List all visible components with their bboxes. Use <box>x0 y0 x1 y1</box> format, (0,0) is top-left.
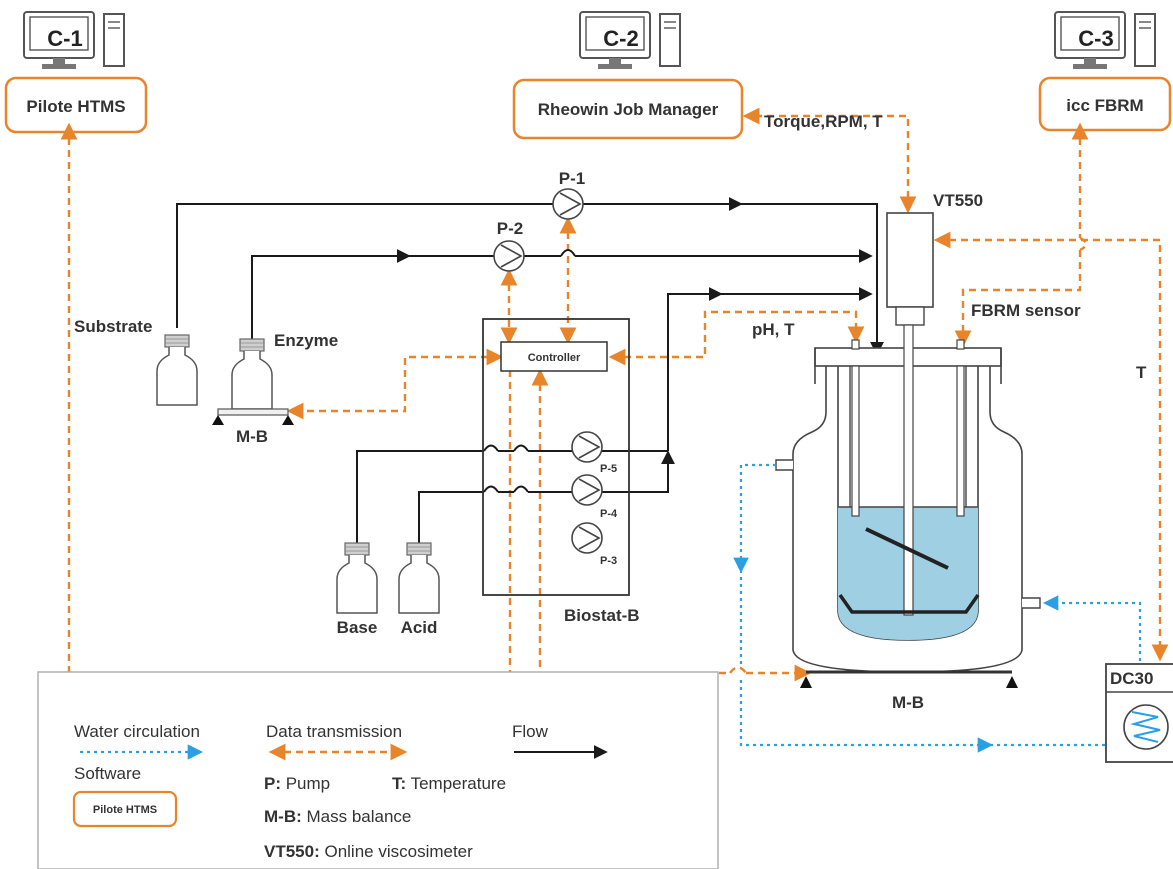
dc30-unit: DC30 <box>1105 663 1173 763</box>
enzyme-label: Enzyme <box>274 331 338 350</box>
pump-p5: P-5 <box>571 431 617 475</box>
bottle-substrate: Substrate <box>74 317 198 406</box>
pump-p4-label: P-4 <box>600 508 618 520</box>
bottle-acid: Acid <box>398 542 440 637</box>
computer-c1-label: C-1 <box>47 26 82 51</box>
software-icc-fbrm-label: icc FBRM <box>1066 96 1143 115</box>
legend-software-example: Pilote HTMS <box>93 804 157 816</box>
software-icc-fbrm: icc FBRM <box>1038 76 1172 132</box>
software-pilote-htms: Pilote HTMS <box>4 76 148 134</box>
water-lines <box>733 463 1142 745</box>
legend-mb: M-B: Mass balance <box>264 807 411 826</box>
legend-p: P: Pump <box>264 774 330 793</box>
legend-t: T: Temperature <box>392 774 506 793</box>
reactor: VT550 M-B <box>775 191 1041 712</box>
computer-c1: C-1 <box>23 11 125 70</box>
bottle-enzyme: Enzyme <box>231 331 338 410</box>
controller-label: Controller <box>528 352 581 364</box>
heat-exchanger-icon <box>1130 711 1161 743</box>
legend-software-label: Software <box>74 764 141 783</box>
biostat-label: Biostat-B <box>564 606 640 625</box>
pump-p1: P-1 <box>552 169 585 220</box>
bottle-base: Base <box>336 542 378 637</box>
computer-c2: C-2 <box>579 11 681 70</box>
t-label: T <box>1136 363 1147 382</box>
torque-label: Torque,RPM, T <box>764 112 883 131</box>
dc30-label: DC30 <box>1110 669 1153 688</box>
pump-p2: P-2 <box>493 219 525 272</box>
software-rheowin-label: Rheowin Job Manager <box>538 100 719 119</box>
fbrm-sensor-label: FBRM sensor <box>971 301 1081 320</box>
legend: Water circulation Data transmission Flow… <box>37 671 719 869</box>
pump-p3-label: P-3 <box>600 555 617 567</box>
pump-p1-label: P-1 <box>559 169 585 188</box>
computer-c2-label: C-2 <box>603 26 638 51</box>
substrate-label: Substrate <box>74 317 152 336</box>
pump-p2-label: P-2 <box>497 219 523 238</box>
mb-reactor-label: M-B <box>892 693 924 712</box>
pump-p5-label: P-5 <box>600 463 617 475</box>
base-label: Base <box>337 618 378 637</box>
software-rheowin: Rheowin Job Manager <box>512 78 744 140</box>
acid-label: Acid <box>401 618 438 637</box>
legend-flow-label: Flow <box>512 722 549 741</box>
pump-p4: P-4 <box>571 474 618 520</box>
mb-left-label: M-B <box>236 427 268 446</box>
flow-lines <box>176 197 884 548</box>
legend-vt550: VT550: Online viscosimeter <box>264 842 473 861</box>
software-pilote-htms-label: Pilote HTMS <box>26 97 125 116</box>
legend-data-label: Data transmission <box>266 722 402 741</box>
computer-c3-label: C-3 <box>1078 26 1113 51</box>
vt550-label: VT550 <box>933 191 983 210</box>
mass-balance-left: M-B <box>212 408 294 446</box>
biostat-unit: Controller Biostat-B <box>482 318 640 625</box>
ph-t-label: pH, T <box>752 320 795 339</box>
legend-water-label: Water circulation <box>74 722 200 741</box>
computer-c3: C-3 <box>1054 11 1156 70</box>
pump-p3: P-3 <box>571 522 617 567</box>
